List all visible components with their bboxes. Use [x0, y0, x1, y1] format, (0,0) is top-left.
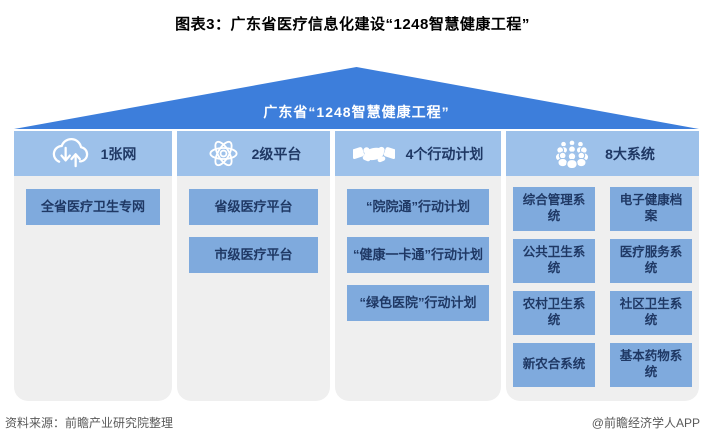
item-box: 市级医疗平台: [189, 237, 318, 273]
item-box: 基本药物系统: [610, 343, 692, 387]
column-network: 1张网全省医疗卫生专网: [14, 131, 172, 401]
column-plans: 4个行动计划 “院院通”行动计划 “健康一卡通”行动计划 “绿色医院”行动计划: [335, 131, 501, 401]
roof-label: 广东省“1248智慧健康工程”: [263, 104, 450, 120]
item-box: 省级医疗平台: [189, 189, 318, 225]
roof-triangle: [14, 67, 699, 129]
column-header-label-network: 1张网: [100, 145, 137, 162]
item-box: 公共卫生系统: [513, 239, 595, 283]
column-header-plans: 4个行动计划: [335, 131, 501, 176]
column-body-platform: 省级医疗平台市级医疗平台: [177, 176, 330, 401]
pillar-columns: 1张网全省医疗卫生专网 2级平台省级医疗平台市级医疗平台 4个行动计划 “院院通”…: [14, 131, 699, 401]
item-box: 社区卫生系统: [610, 291, 692, 335]
atom-icon: [206, 136, 241, 171]
footer: 资料来源：前瞻产业研究院整理 @前瞻经济学人APP: [0, 414, 705, 431]
item-box: 电子健康档案: [610, 187, 692, 231]
column-body-systems: 综合管理系统电子健康档案公共卫生系统医疗服务系统农村卫生系统社区卫生系统新农合系…: [506, 176, 699, 401]
column-body-network: 全省医疗卫生专网: [14, 176, 172, 401]
column-header-label-platform: 2级平台: [251, 145, 302, 162]
column-header-platform: 2级平台: [177, 131, 330, 176]
column-header-systems: 8大系统: [506, 131, 699, 176]
column-body-plans: “院院通”行动计划 “健康一卡通”行动计划 “绿色医院”行动计划: [335, 176, 501, 401]
handshake-icon: [352, 140, 395, 167]
source-note: 资料来源：前瞻产业研究院整理: [5, 416, 174, 430]
item-box: 农村卫生系统: [513, 291, 595, 335]
column-systems: 8大系统综合管理系统电子健康档案公共卫生系统医疗服务系统农村卫生系统社区卫生系统…: [506, 131, 699, 401]
item-box: “健康一卡通”行动计划: [347, 237, 489, 273]
column-header-label-systems: 8大系统: [605, 145, 655, 162]
column-platform: 2级平台省级医疗平台市级医疗平台: [177, 131, 330, 401]
watermark: @前瞻经济学人APP: [591, 416, 700, 430]
cloud-sync-icon: [50, 137, 90, 170]
roof: 广东省“1248智慧健康工程”: [14, 67, 699, 129]
column-header-network: 1张网: [14, 131, 172, 176]
item-box: 全省医疗卫生专网: [26, 189, 160, 225]
house-diagram: 广东省“1248智慧健康工程” 1张网全省医疗卫生专网 2级平台省级医疗平台市级…: [14, 67, 699, 401]
column-header-label-plans: 4个行动计划: [405, 145, 484, 162]
item-box: 综合管理系统: [513, 187, 595, 231]
page-title: 图表3：广东省医疗信息化建设“1248智慧健康工程”: [175, 16, 530, 33]
people-group-icon: [550, 138, 594, 169]
item-box: “院院通”行动计划: [347, 189, 489, 225]
item-box: 医疗服务系统: [610, 239, 692, 283]
item-box: 新农合系统: [513, 343, 595, 387]
item-box: “绿色医院”行动计划: [347, 285, 489, 321]
